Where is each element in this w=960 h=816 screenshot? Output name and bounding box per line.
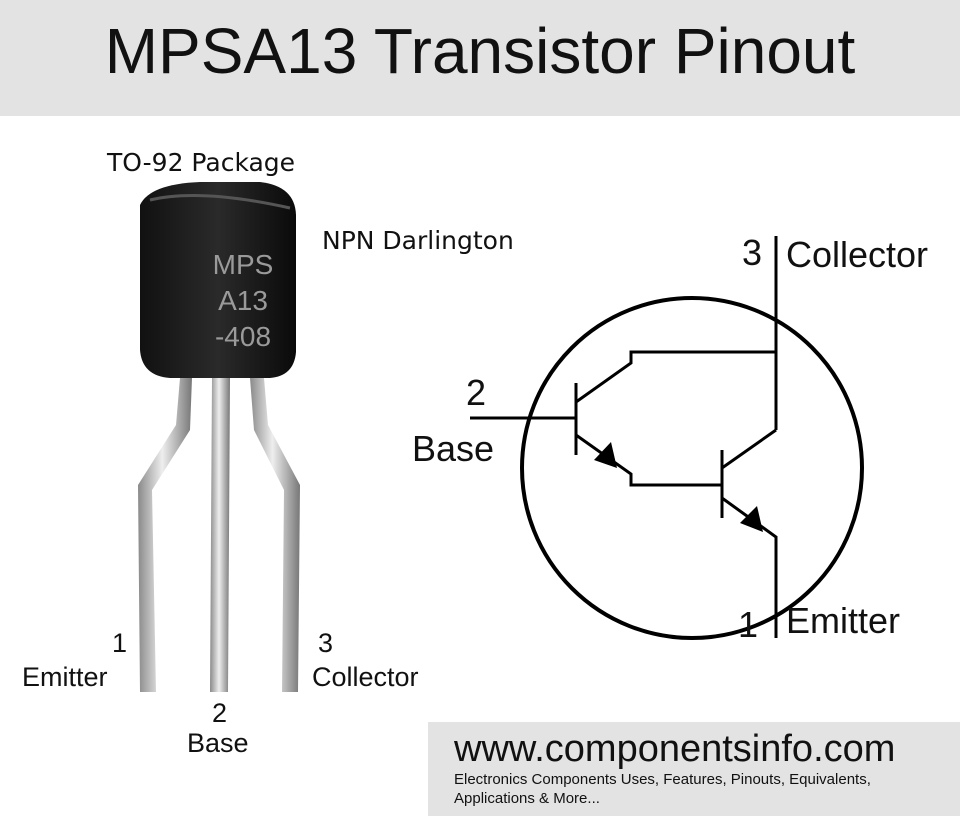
lead-collector — [250, 378, 300, 692]
photo-pin2-number: 2 — [212, 698, 228, 728]
schematic-collector-number: 3 — [742, 232, 763, 273]
photo-pin3-number: 3 — [318, 628, 334, 658]
photo-pin2-name: Base — [187, 728, 249, 758]
tagline-line: Electronics Components Uses, Features, P… — [454, 771, 871, 788]
schematic-base-name: Base — [412, 428, 495, 469]
package-label: TO-92 Package — [107, 148, 296, 177]
title-banner — [0, 0, 960, 116]
body-marking: MPS A13 -408 — [200, 247, 286, 355]
marking-line: -408 — [214, 321, 272, 352]
schematic-emitter-name: Emitter — [786, 600, 901, 641]
site-url[interactable]: www.componentsinfo.com — [454, 728, 896, 770]
photo-pin1-name: Emitter — [22, 662, 108, 692]
transistor-photo — [138, 182, 300, 692]
tagline-line: Applications & More... — [454, 790, 600, 807]
site-tagline: Electronics Components Uses, Features, P… — [454, 770, 871, 808]
marking-line: MPS — [212, 249, 274, 280]
schematic-base-number: 2 — [466, 372, 487, 413]
lead-emitter — [138, 378, 192, 692]
transistor-body — [140, 182, 296, 378]
schematic-collector-name: Collector — [786, 234, 929, 275]
schematic-emitter-number: 1 — [738, 604, 759, 645]
photo-pin1-number: 1 — [112, 628, 128, 658]
lead-base — [210, 378, 230, 692]
photo-pin3-name: Collector — [312, 662, 419, 692]
transistor-schematic — [470, 236, 864, 640]
page-title: MPSA13 Transistor Pinout — [104, 15, 856, 87]
marking-line: A13 — [218, 285, 268, 316]
footer-banner: www.componentsinfo.com Electronics Compo… — [428, 722, 960, 816]
type-label: NPN Darlington — [322, 226, 514, 255]
